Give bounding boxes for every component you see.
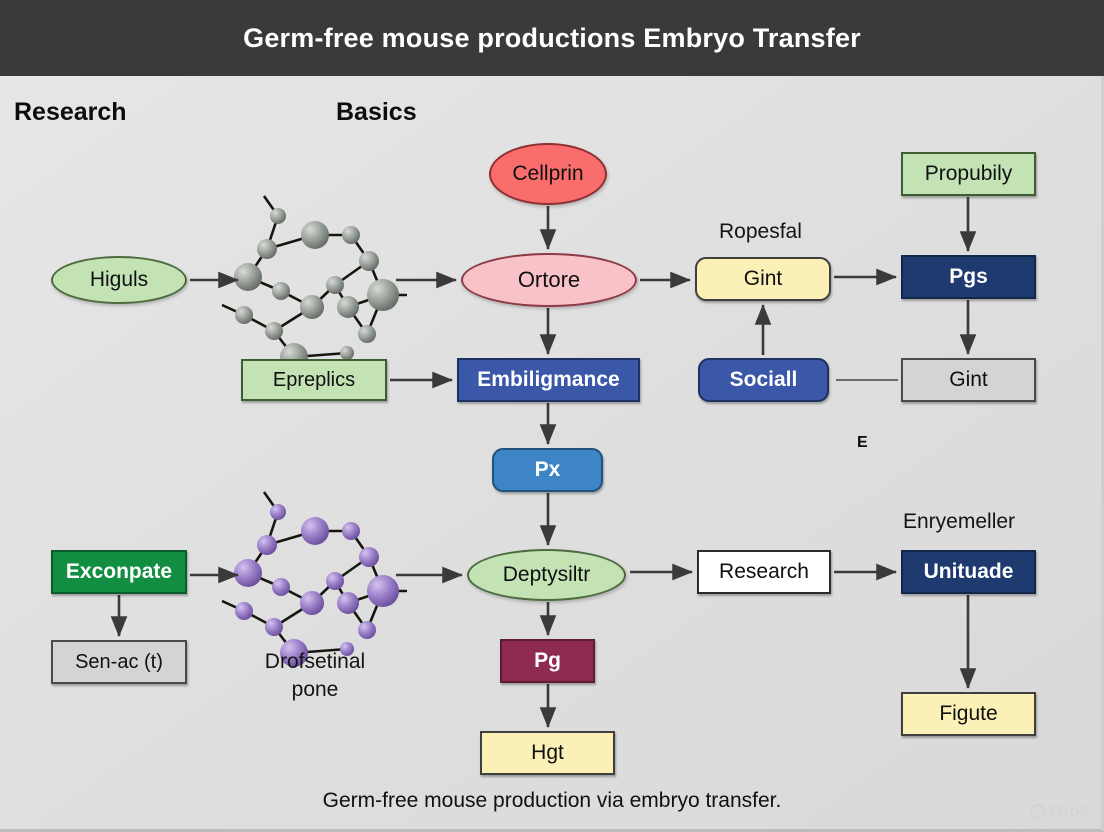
section-heading-research: Research <box>14 98 127 126</box>
molecule-gray-atom <box>358 325 376 343</box>
page-title: Germ-free mouse productions Embryo Trans… <box>243 22 861 53</box>
molecule-purple-atom <box>234 559 262 587</box>
molecule-purple-atom <box>342 522 360 540</box>
edge-label-e: E <box>857 434 868 451</box>
connector-layer <box>110 195 977 729</box>
section-heading-basics: Basics <box>336 98 417 126</box>
node-gint-top[interactable]: Gint <box>695 257 831 301</box>
molecule-gray-atom <box>342 226 360 244</box>
title-bar: Germ-free mouse productions Embryo Trans… <box>0 0 1104 76</box>
node-unituade[interactable]: Unituade <box>901 550 1036 594</box>
node-pg-label: Pg <box>534 648 561 672</box>
molecule-purple-atom <box>301 517 329 545</box>
node-propubily-label: Propubily <box>924 161 1013 185</box>
molecule-purple-atom <box>326 572 344 590</box>
molecule-purple-atom <box>280 639 308 667</box>
node-sociall-label: Sociall <box>729 367 798 391</box>
node-cellprin[interactable]: Cellprin <box>489 143 607 205</box>
molecule-gray-atom <box>300 295 324 319</box>
node-pgs-label: Pgs <box>949 264 988 288</box>
molecule-gray-atom <box>337 296 359 318</box>
node-ortore[interactable]: Ortore <box>461 253 637 307</box>
molecule-gray-atom <box>367 279 399 311</box>
molecule-gray-atom <box>270 208 286 224</box>
node-deptysiltr-label: Deptysiltr <box>502 562 591 586</box>
watermark: Grok <box>1030 801 1089 821</box>
drofsetinal-pone-caption: Drofsetinal pone <box>230 648 400 705</box>
node-pg[interactable]: Pg <box>500 639 595 683</box>
node-research-label: Research <box>719 559 809 583</box>
node-cellprin-label: Cellprin <box>512 161 584 185</box>
node-figute[interactable]: Figute <box>901 692 1036 736</box>
node-epreplics-label: Epreplics <box>272 368 356 391</box>
arrows-group <box>110 197 977 729</box>
molecule-gray-atom <box>235 306 253 324</box>
node-epreplics[interactable]: Epreplics <box>241 359 387 401</box>
molecule-purple-atom <box>270 504 286 520</box>
molecule-purple-atom <box>300 591 324 615</box>
node-gint-top-label: Gint <box>743 266 783 290</box>
node-embiligmance[interactable]: Embiligmance <box>457 358 640 402</box>
node-px[interactable]: Px <box>492 448 603 492</box>
node-ortore-label: Ortore <box>517 267 581 293</box>
molecule-gray-atom <box>359 251 379 271</box>
node-sen-ac[interactable]: Sen-ac (t) <box>51 640 187 684</box>
molecule-gray-atom <box>234 263 262 291</box>
molecule-gray-atom <box>265 322 283 340</box>
watermark-logo-icon <box>1030 803 1046 819</box>
drofsetinal-pone-caption-line: pone <box>291 678 339 702</box>
node-deptysiltr[interactable]: Deptysiltr <box>467 549 626 601</box>
molecule-purple-atom <box>358 621 376 639</box>
bottom-caption: Germ-free mouse production via embryo tr… <box>322 789 782 812</box>
molecule-gray-atom <box>257 239 277 259</box>
node-research[interactable]: Research <box>697 550 831 594</box>
molecule-purple-atom <box>235 602 253 620</box>
molecule-purple-atom <box>359 547 379 567</box>
molecule-purple <box>221 491 407 667</box>
molecule-gray <box>221 195 407 371</box>
node-sociall[interactable]: Sociall <box>698 358 829 402</box>
node-unituade-label: Unituade <box>923 559 1014 583</box>
node-propubily[interactable]: Propubily <box>901 152 1036 196</box>
drofsetinal-pone-caption-line: Drofsetinal <box>264 650 366 673</box>
molecule-gray-atom <box>326 276 344 294</box>
node-pgs[interactable]: Pgs <box>901 255 1036 299</box>
node-exconpate-label: Exconpate <box>65 559 173 583</box>
node-exconpate[interactable]: Exconpate <box>51 550 187 594</box>
node-px-label: Px <box>534 457 561 481</box>
molecule-purple-atom <box>257 535 277 555</box>
node-hgt-label: Hgt <box>531 740 564 764</box>
molecule-gray-atom <box>340 346 354 360</box>
node-hgt[interactable]: Hgt <box>480 731 615 775</box>
enryemeller-label: Enryemeller <box>903 510 1016 533</box>
molecules-group <box>221 195 407 667</box>
node-sen-ac-label: Sen-ac (t) <box>75 650 163 673</box>
molecule-purple-atom <box>265 618 283 636</box>
node-higuls-label: Higuls <box>89 267 149 291</box>
molecule-gray-atom <box>301 221 329 249</box>
node-figute-label: Figute <box>939 701 998 725</box>
molecule-purple-atom <box>340 642 354 656</box>
molecule-gray-atom <box>272 282 290 300</box>
molecule-purple-atom <box>337 592 359 614</box>
node-gint-right[interactable]: Gint <box>901 358 1036 402</box>
node-embiligmance-label: Embiligmance <box>477 367 620 391</box>
molecule-purple-atom <box>272 578 290 596</box>
molecule-purple-atom <box>367 575 399 607</box>
node-gint-right-label: Gint <box>949 367 988 391</box>
watermark-label: Grok <box>1050 801 1089 820</box>
ropesfal-label: Ropesfal <box>719 220 802 243</box>
node-higuls[interactable]: Higuls <box>51 256 187 304</box>
